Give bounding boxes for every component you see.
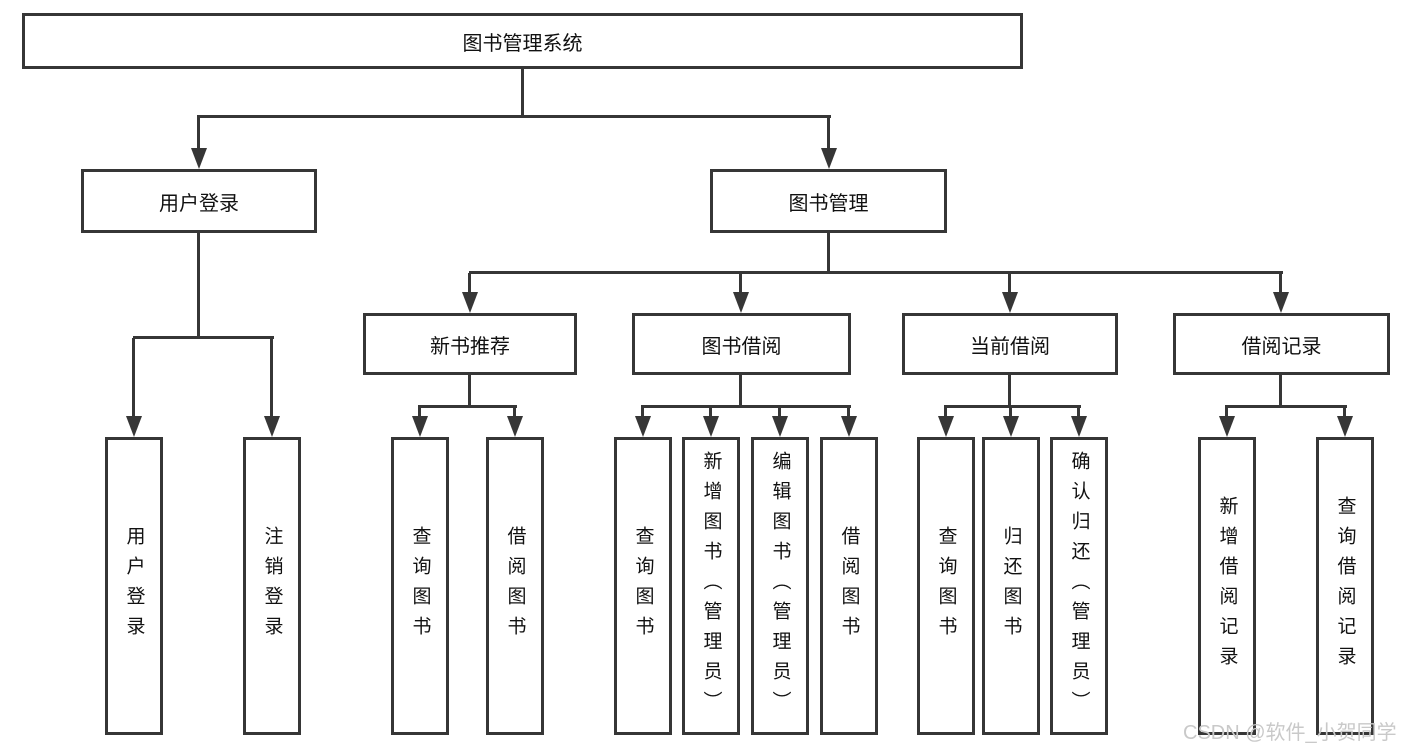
connector-leaf-drop-addrecord (1225, 407, 1228, 418)
arrowhead-leaf-editbook (772, 416, 788, 437)
arrowhead-leaf-borrow2 (841, 416, 857, 437)
node-query-borrow-record: 查询借阅记录 (1316, 437, 1374, 735)
node-label: 编辑图书（管理员） (769, 451, 791, 721)
connector-current-bus (944, 405, 1081, 408)
connector-leaf-drop-return (1009, 407, 1012, 418)
node-label: 用户登录 (159, 192, 239, 215)
connector-drop-recommend (468, 273, 471, 293)
connector-leaf-drop-confirm (1077, 407, 1080, 418)
node-query-books-recommend: 查询图书 (391, 437, 449, 735)
node-logout: 注销登录 (243, 437, 301, 735)
node-query-books-borrowing: 查询图书 (614, 437, 672, 735)
node-label: 查询图书 (632, 526, 654, 646)
node-label: 当前借阅 (970, 335, 1050, 358)
node-borrow-books-recommend: 借阅图书 (486, 437, 544, 735)
arrowhead-leaf-confirm (1071, 416, 1087, 437)
arrowhead-recommend (462, 292, 478, 313)
connector-book-mgmt-drop (827, 117, 830, 149)
node-add-book-admin: 新增图书（管理员） (682, 437, 740, 735)
connector-drop-current (1008, 273, 1011, 293)
connector-user-login-stem (197, 233, 200, 339)
connector-level2-bus (197, 115, 831, 118)
connector-records-bus (1225, 405, 1347, 408)
node-label: 确认归还（管理员） (1068, 451, 1090, 721)
node-label: 借阅图书 (838, 526, 860, 646)
arrowhead-current (1002, 292, 1018, 313)
connector-book-mgmt-stem (827, 233, 830, 274)
node-add-borrow-record: 新增借阅记录 (1198, 437, 1256, 735)
arrowhead-leaf-logout (264, 416, 280, 437)
arrowhead-leaf-query1 (412, 416, 428, 437)
node-library-management-system: 图书管理系统 (22, 13, 1023, 69)
node-borrowing-records: 借阅记录 (1173, 313, 1390, 375)
node-label: 图书管理 (788, 192, 869, 215)
connector-leaf-drop-user-login (132, 338, 135, 418)
node-user-login-group: 用户登录 (81, 169, 317, 233)
arrowhead-leaf-query3 (938, 416, 954, 437)
connector-leaf-drop-borrow2 (847, 407, 850, 418)
node-label: 图书管理系统 (462, 32, 583, 55)
connector-leaf-drop-queryrecord (1343, 407, 1346, 418)
connector-leaf-drop-query3 (944, 407, 947, 418)
connector-borrowing-stem (739, 375, 742, 407)
node-current-borrowing: 当前借阅 (902, 313, 1118, 375)
connector-leaf-drop-addbook (709, 407, 712, 418)
node-confirm-return-admin: 确认归还（管理员） (1050, 437, 1108, 735)
arrowhead-user-login (191, 148, 207, 169)
node-label: 借阅记录 (1241, 335, 1322, 358)
arrowhead-leaf-query2 (635, 416, 651, 437)
node-label: 图书借阅 (701, 335, 782, 358)
connector-drop-records (1279, 273, 1282, 293)
node-label: 借阅图书 (504, 526, 526, 646)
arrowhead-leaf-queryrecord (1337, 416, 1353, 437)
connector-user-login-bus (133, 336, 274, 339)
connector-user-login-drop (197, 117, 200, 149)
connector-records-stem (1279, 375, 1282, 407)
node-label: 归还图书 (1000, 526, 1022, 646)
arrowhead-borrowing (733, 292, 749, 313)
node-book-borrowing: 图书借阅 (632, 313, 851, 375)
node-user-login: 用户登录 (105, 437, 163, 735)
connector-drop-borrowing (739, 273, 742, 293)
connector-level3-bus (469, 271, 1283, 274)
node-label: 新增图书（管理员） (700, 451, 722, 721)
connector-borrowing-bus (641, 405, 851, 408)
arrowhead-leaf-addbook (703, 416, 719, 437)
node-label: 用户登录 (123, 526, 145, 646)
arrowhead-book-mgmt (821, 148, 837, 169)
connector-current-stem (1008, 375, 1011, 407)
node-book-management: 图书管理 (710, 169, 947, 233)
node-label: 查询借阅记录 (1334, 496, 1356, 676)
arrowhead-leaf-borrow1 (507, 416, 523, 437)
connector-recommend-stem (468, 375, 471, 407)
arrowhead-leaf-addrecord (1219, 416, 1235, 437)
connector-leaf-drop-logout (270, 338, 273, 418)
node-query-books-current: 查询图书 (917, 437, 975, 735)
connector-leaf-drop-editbook (778, 407, 781, 418)
csdn-watermark: CSDN @软件_小贺同学 (1183, 722, 1397, 744)
node-edit-book-admin: 编辑图书（管理员） (751, 437, 809, 735)
connector-recommend-bus (418, 405, 517, 408)
connector-root-stem (521, 69, 524, 117)
connector-leaf-drop-query1 (418, 407, 421, 418)
node-borrow-books-borrowing: 借阅图书 (820, 437, 878, 735)
node-label: 新增借阅记录 (1216, 496, 1238, 676)
node-label: 注销登录 (261, 526, 283, 646)
node-label: 查询图书 (409, 526, 431, 646)
arrowhead-leaf-user-login (126, 416, 142, 437)
connector-leaf-drop-query2 (641, 407, 644, 418)
arrowhead-records (1273, 292, 1289, 313)
node-label: 查询图书 (935, 526, 957, 646)
arrowhead-leaf-return (1003, 416, 1019, 437)
node-return-book: 归还图书 (982, 437, 1040, 735)
node-label: 新书推荐 (430, 335, 510, 358)
connector-leaf-drop-borrow1 (513, 407, 516, 418)
node-new-book-recommend: 新书推荐 (363, 313, 577, 375)
